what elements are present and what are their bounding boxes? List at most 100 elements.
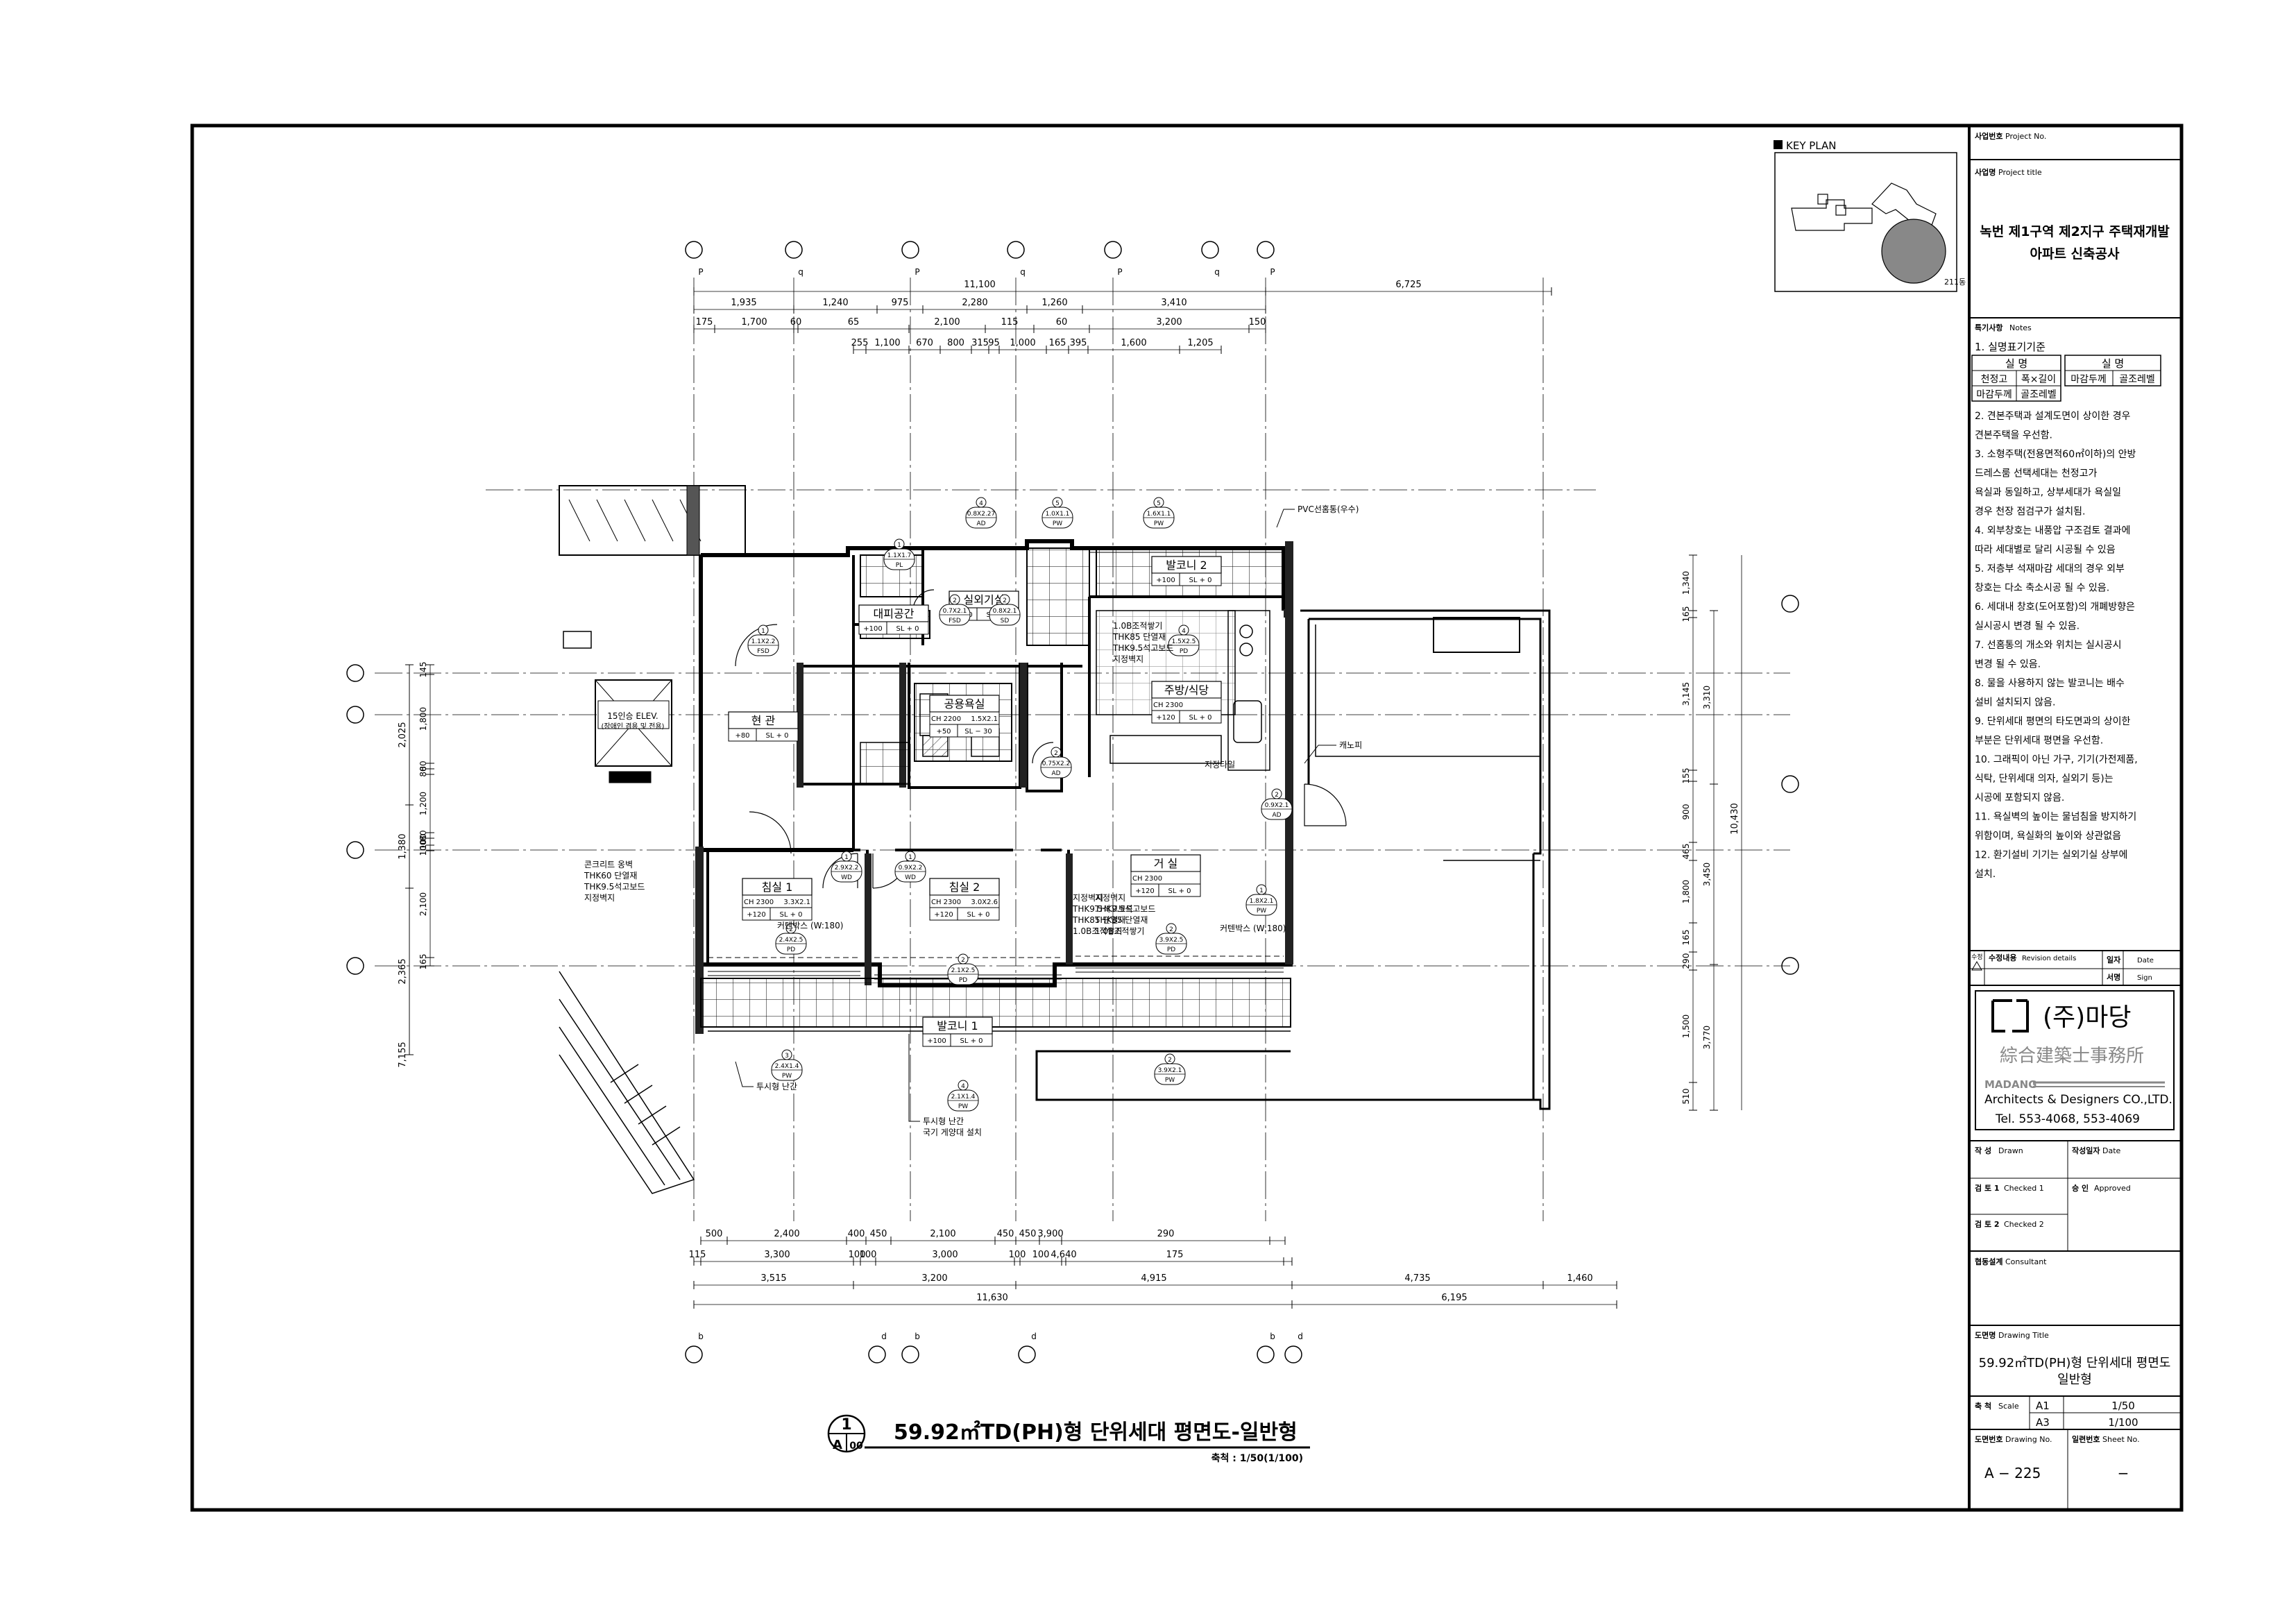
window-tag: 10.9X2.2WD — [894, 851, 926, 883]
dim-text: 100 — [849, 1250, 866, 1260]
checked2-label-en: Checked 2 — [2004, 1220, 2044, 1229]
note-line: 8. 물을 사용하지 않는 발코니는 배수 — [1975, 678, 2125, 689]
bath-fixtures — [919, 693, 1000, 757]
grid-bubble-label: b — [1270, 1332, 1275, 1341]
drawn-label-en: Drawn — [1998, 1146, 2023, 1155]
scale-label: 축 척 — [1975, 1401, 1991, 1411]
dim-text: 100 — [418, 834, 428, 850]
dim-text: 150 — [1249, 317, 1266, 328]
window-tag: 11.1X1.7PL — [883, 538, 915, 570]
note-line: 10. 그래픽이 아닌 가구, 기기(가전제품, — [1975, 754, 2138, 765]
company-sub: 綜合建築士事務所 — [2000, 1046, 2144, 1067]
dim-text: 145 — [418, 662, 428, 678]
grid-bubble — [901, 241, 919, 259]
note-line: 9. 단위세대 평면의 타도면과의 상이한 — [1975, 716, 2130, 727]
note-line: 5. 저층부 석재마감 세대의 경우 외부 — [1975, 563, 2125, 575]
note-line: 욕실과 동일하고, 상부세대가 욕실일 — [1975, 487, 2121, 498]
revision-mark: 수정 — [1971, 953, 1983, 961]
key-plan-label: KEY PLAN — [1786, 139, 1836, 152]
notation-legend: 실 명 실 명 천정고 폭×길이 마감두께 골조레벨 마감두께 골조레벨 — [1971, 355, 2161, 402]
key-plan-checkbox-icon — [1774, 140, 1783, 149]
dim-text: 100 — [418, 840, 428, 856]
company-en: Architects & Designers CO.,LTD. — [1984, 1093, 2172, 1107]
dim-text: 100 — [860, 1250, 877, 1260]
room-level: +100 — [1156, 577, 1175, 584]
company-name: (주)마당 — [2043, 1003, 2131, 1032]
room-name: 거 실 — [1154, 857, 1178, 870]
key-plan-highlight — [1881, 219, 1946, 284]
dim-text: 165 — [418, 954, 428, 970]
sheet-number: − — [2118, 1465, 2129, 1481]
room-level: +120 — [747, 911, 765, 919]
dim-text: 80 — [418, 760, 428, 771]
dim-text: 80 — [418, 766, 428, 776]
outer-border — [190, 124, 2184, 1512]
key-plan: KEY PLAN 211동 — [1774, 139, 1966, 292]
dim-text: 450 — [870, 1229, 887, 1239]
approved-label-en: Approved — [2094, 1184, 2131, 1193]
dim-text: 1,260 — [1041, 298, 1067, 308]
drawing-title-line2: 일반형 — [2057, 1373, 2092, 1387]
note-line: 부분은 단위세대 평면을 우선함. — [1975, 736, 2103, 747]
room-name: 발코니 2 — [1166, 559, 1207, 572]
note-line: 변경 될 수 있음. — [1975, 659, 2041, 670]
grid-bubble — [1284, 1345, 1302, 1363]
window-tag: 20.8X2.1SD — [989, 594, 1021, 626]
wall-note-line: 1.0B조적쌓기 — [1073, 926, 1122, 936]
room-name: 발코니 1 — [937, 1019, 978, 1033]
window-tag-type: PD — [1167, 946, 1175, 953]
window-tag: 51.6X1.1PW — [1143, 497, 1175, 529]
dim-text: 100 — [1009, 1250, 1026, 1260]
window-tag-num: 2 — [1003, 597, 1007, 604]
window-tag-num: 1 — [897, 542, 901, 549]
window-tag-size: 0.8X2.27 — [967, 511, 996, 518]
revision-triangle-icon — [1971, 961, 1982, 971]
drawing-no-label-en: Drawing No. — [2005, 1435, 2052, 1444]
window-tag-type: AD — [1272, 812, 1281, 819]
grid-bubble-label: q — [1214, 267, 1220, 277]
dim-text: 315 — [971, 338, 989, 348]
dim-text: 2,400 — [774, 1229, 799, 1239]
site-silhouette — [1791, 182, 1937, 231]
window-tag-type: PD — [787, 946, 795, 953]
window-tag-size: 1.6X1.1 — [1147, 511, 1171, 518]
checked1-label: 검 토 1 — [1975, 1184, 2000, 1193]
dim-text: 3,450 — [1702, 863, 1712, 886]
room-name: 주방/식당 — [1164, 683, 1209, 697]
window-tag-type: PW — [1053, 520, 1062, 527]
dim-text: 3,310 — [1702, 686, 1712, 709]
drawing-number: A − 225 — [1984, 1465, 2041, 1481]
grid-bubble — [346, 706, 364, 724]
dim-text: 60 — [1056, 317, 1068, 328]
note-line: 경우 천장 점검구가 설치됨. — [1975, 507, 2085, 518]
grid-bubble — [901, 1345, 919, 1363]
window-tag-type: WD — [841, 874, 852, 881]
note-line: 시공에 포함되지 않음. — [1975, 792, 2064, 804]
dim-text: 165 — [1681, 606, 1691, 622]
wall-note-line: THK9.5석고보드 — [1072, 904, 1133, 914]
tiled-areas — [700, 547, 1291, 1028]
concrete-fills — [695, 541, 1293, 1034]
notes-list: 2. 견본주택과 설계도면이 상이한 경우 견본주택을 우선함.3. 소형주택(… — [1975, 411, 2138, 880]
window-tag: 23.9X2.5PD — [1155, 923, 1187, 955]
grid-bubble — [685, 241, 703, 259]
dim-text: 100 — [1032, 1250, 1050, 1260]
grid-bubble — [1781, 957, 1799, 975]
room-name: 실외기실 — [964, 593, 1005, 606]
window-tag-size: 2.1X2.5 — [951, 967, 976, 974]
window-tag-size: 0.75X2.2 — [1042, 760, 1071, 767]
legend-cell: 천정고 — [1981, 374, 2008, 385]
window-tag-size: 0.9X2.2 — [899, 865, 923, 872]
project-title-label: 사업명 — [1975, 167, 1996, 177]
room-sl: SL + 0 — [1168, 887, 1191, 895]
plan-title: 1 A 00 59.92㎡TD(PH)형 단위세대 평면도-일반형 축척 : 1… — [827, 1414, 1310, 1464]
grid-bubble — [1781, 595, 1799, 613]
window-tag-type: PW — [1165, 1077, 1175, 1084]
dim-text: 1,340 — [1681, 571, 1691, 595]
